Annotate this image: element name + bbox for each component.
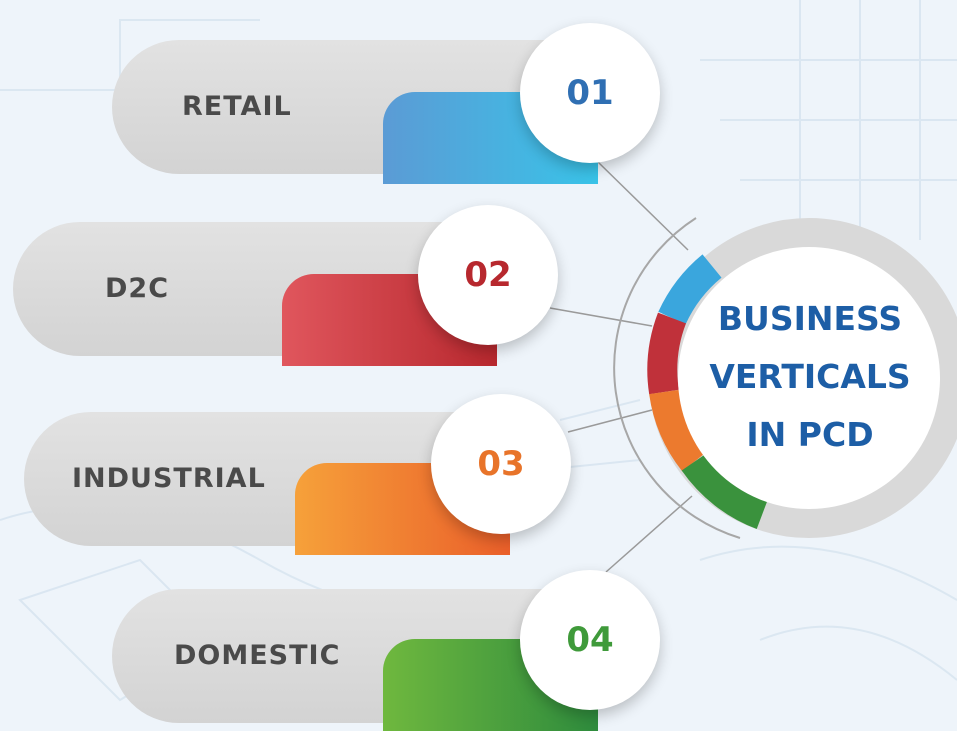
hub-outer-arc (613, 217, 741, 539)
vertical-label-d2c: D2C (105, 273, 170, 304)
number-badge-03: 03 (431, 394, 571, 534)
hub-arc-red (647, 312, 687, 395)
hub-circle (678, 247, 940, 509)
number-badge-01: 01 (520, 23, 660, 163)
hub-title: BUSINESS VERTICALS IN PCD (690, 290, 930, 464)
number-01: 01 (566, 73, 614, 113)
number-badge-04: 04 (520, 570, 660, 710)
hub-arc-green (681, 453, 768, 530)
hub-title-line2: VERTICALS (709, 357, 911, 396)
number-04: 04 (566, 620, 614, 660)
vertical-label-domestic: DOMESTIC (174, 640, 341, 671)
vertical-label-industrial: INDUSTRIAL (72, 463, 266, 494)
hub-title-line3: IN PCD (746, 415, 874, 454)
vertical-label-retail: RETAIL (182, 91, 292, 122)
hub-arc-blue (658, 254, 722, 325)
number-03: 03 (477, 444, 525, 484)
hub-arc-orange (649, 389, 707, 472)
hub-title-line1: BUSINESS (717, 299, 903, 338)
number-badge-02: 02 (418, 205, 558, 345)
number-02: 02 (464, 255, 512, 295)
